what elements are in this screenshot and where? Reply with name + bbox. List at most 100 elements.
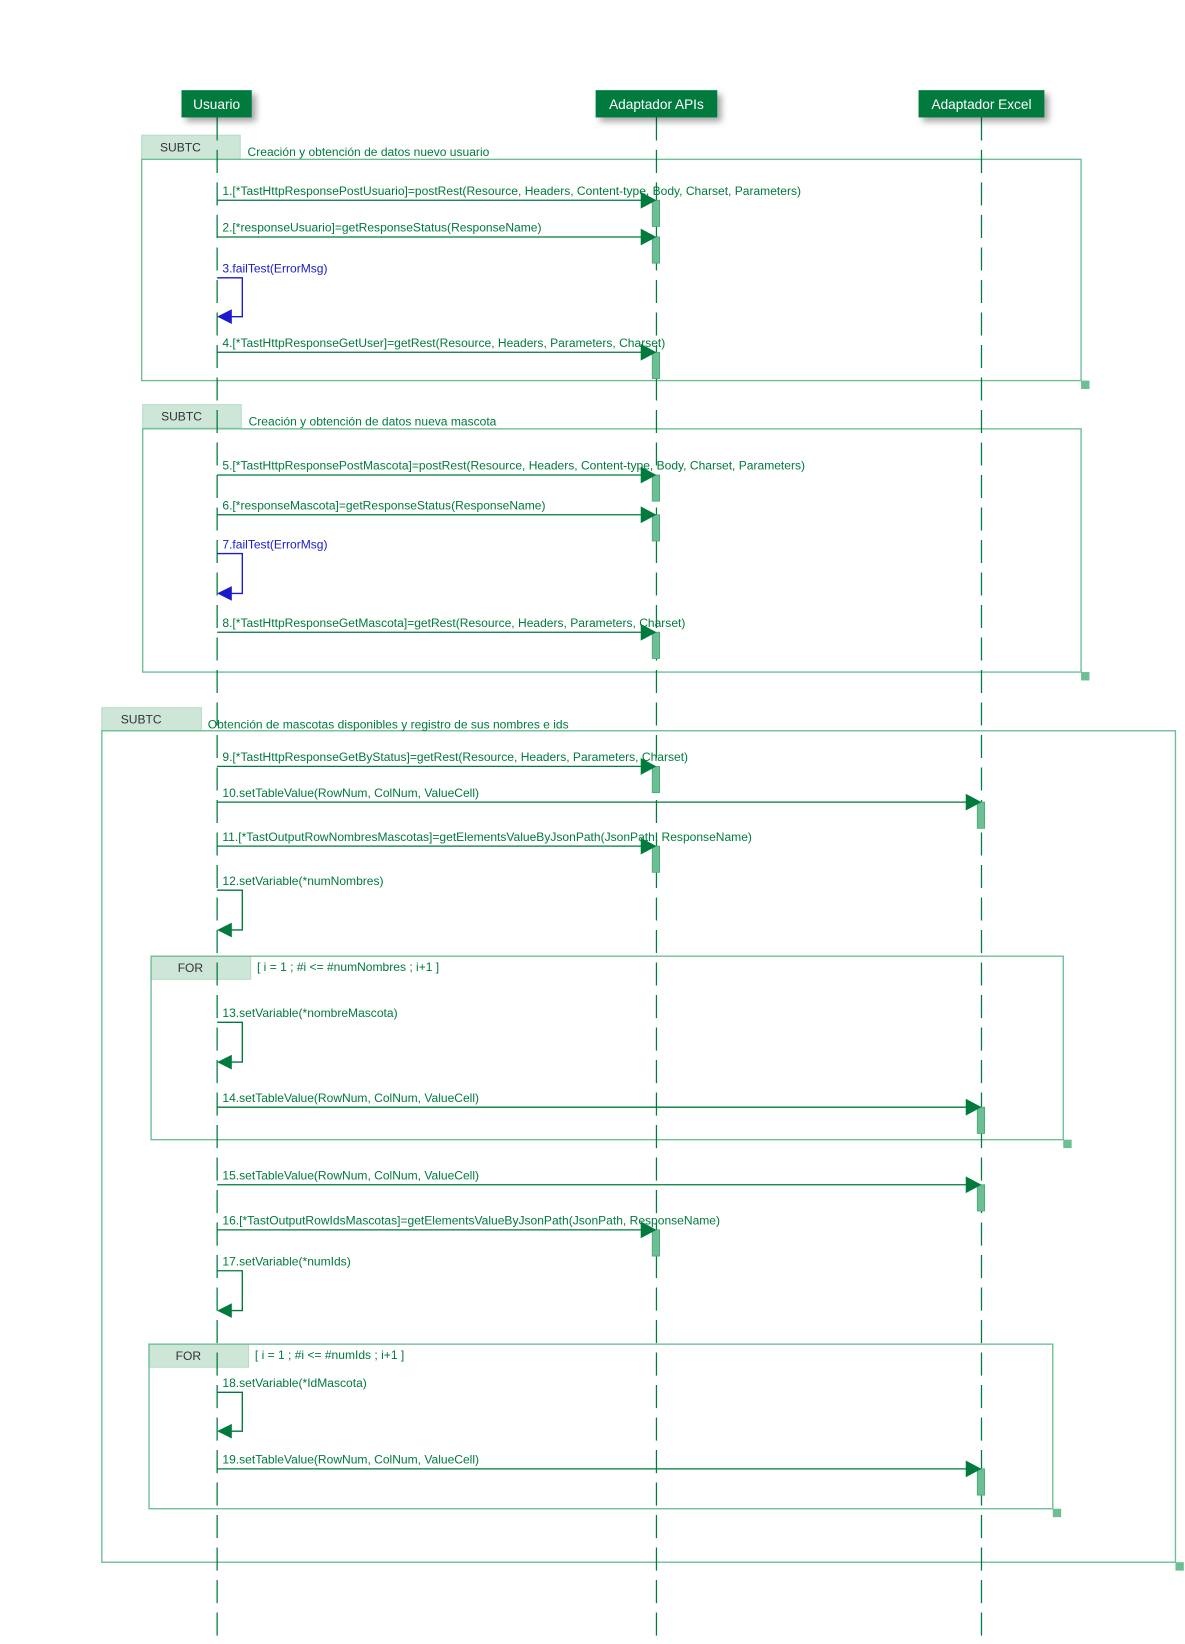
activation-bar bbox=[651, 631, 661, 659]
activation-bar bbox=[651, 845, 661, 873]
message-label: 15.setTableValue(RowNum, ColNum, ValueCe… bbox=[222, 1169, 479, 1183]
message-3: 3.failTest(ErrorMsg) bbox=[217, 262, 327, 324]
fragment-label: FOR bbox=[178, 961, 204, 975]
message-label: 3.failTest(ErrorMsg) bbox=[222, 262, 327, 276]
message-8: 8.[*TastHttpResponseGetMascota]=getRest(… bbox=[217, 616, 685, 659]
message-9: 9.[*TastHttpResponseGetByStatus]=getRest… bbox=[217, 750, 688, 794]
message-14: 14.setTableValue(RowNum, ColNum, ValueCe… bbox=[217, 1091, 986, 1134]
fragment-label: SUBTC bbox=[121, 712, 162, 726]
arrowhead-icon bbox=[640, 506, 657, 524]
activation-bar bbox=[651, 766, 661, 794]
activation-bar bbox=[976, 801, 986, 829]
fragment-frame bbox=[142, 428, 1082, 673]
message-1: 1.[*TastHttpResponsePostUsuario]=postRes… bbox=[217, 184, 801, 227]
fragment-label: SUBTC bbox=[161, 409, 202, 423]
activation-bar bbox=[651, 514, 661, 542]
arrowhead-icon bbox=[217, 1054, 232, 1070]
participant-usuario: Usuario bbox=[181, 90, 252, 118]
message-label: 16.[*TastOutputRowIdsMascotas]=getElemen… bbox=[222, 1214, 720, 1228]
arrowhead-icon bbox=[217, 1423, 232, 1439]
self-message-line bbox=[217, 1021, 243, 1063]
message-label: 6.[*responseMascota]=getResponseStatus(R… bbox=[222, 499, 545, 513]
message-18: 18.setVariable(*IdMascota) bbox=[217, 1376, 367, 1439]
fragment-subtc: SUBTC Obtención de mascotas disponibles y… bbox=[101, 707, 1184, 1571]
lifelines bbox=[216, 117, 983, 1644]
message-11: 11.[*TastOutputRowNombresMascotas]=getEl… bbox=[217, 830, 752, 873]
participant-adaptador-apis: Adaptador APIs bbox=[595, 90, 718, 118]
message-17: 17.setVariable(*numIds) bbox=[217, 1255, 351, 1318]
activation-bar bbox=[976, 1184, 986, 1212]
arrowhead-icon bbox=[640, 623, 657, 641]
activation-bar bbox=[651, 199, 661, 227]
arrowhead-icon bbox=[640, 466, 657, 484]
message-16: 16.[*TastOutputRowIdsMascotas]=getElemen… bbox=[217, 1214, 720, 1257]
message-label: 9.[*TastHttpResponseGetByStatus]=getRest… bbox=[222, 750, 688, 764]
messages: 1.[*TastHttpResponsePostUsuario]=postRes… bbox=[217, 184, 986, 1496]
message-label: 2.[*responseUsuario]=getResponseStatus(R… bbox=[222, 221, 541, 235]
message-label: 14.setTableValue(RowNum, ColNum, ValueCe… bbox=[222, 1091, 479, 1105]
message-label: 17.setVariable(*numIds) bbox=[222, 1255, 350, 1269]
arrowhead-icon bbox=[217, 922, 232, 938]
arrowhead-icon bbox=[965, 793, 982, 811]
arrowhead-icon bbox=[640, 758, 657, 775]
message-label: 18.setVariable(*IdMascota) bbox=[222, 1376, 366, 1390]
arrowhead-icon bbox=[217, 309, 232, 324]
fragment-for: FOR [ i = 1 ; #i <= #numIds ; i+1 ] bbox=[148, 1343, 1062, 1518]
fragment-resize-handle bbox=[1081, 380, 1090, 389]
arrowhead-icon bbox=[640, 228, 657, 246]
fragment-title: [ i = 1 ; #i <= #numNombres ; i+1 ] bbox=[257, 960, 439, 974]
self-message-line bbox=[217, 1270, 243, 1312]
self-message-line bbox=[217, 277, 243, 318]
fragment-label: SUBTC bbox=[160, 141, 201, 155]
activation-bar bbox=[651, 236, 661, 264]
fragment-title: Obtención de mascotas disponibles y regi… bbox=[208, 718, 569, 732]
message-2: 2.[*responseUsuario]=getResponseStatus(R… bbox=[217, 221, 661, 264]
message-6: 6.[*responseMascota]=getResponseStatus(R… bbox=[217, 499, 661, 542]
message-label: 12.setVariable(*numNombres) bbox=[222, 874, 383, 888]
message-label: 8.[*TastHttpResponseGetMascota]=getRest(… bbox=[222, 616, 685, 630]
participant-name: Adaptador Excel bbox=[931, 97, 1031, 112]
fragment-frame bbox=[101, 730, 1177, 1563]
participant-header-box bbox=[595, 90, 718, 118]
fragment-frame bbox=[148, 1343, 1054, 1510]
message-7: 7.failTest(ErrorMsg) bbox=[217, 537, 327, 601]
participant-name: Usuario bbox=[193, 97, 240, 112]
arrowhead-icon bbox=[640, 343, 657, 361]
arrowhead-icon bbox=[965, 1098, 982, 1116]
participant-header-box bbox=[181, 90, 252, 118]
arrowhead-icon bbox=[217, 586, 232, 601]
self-message-line bbox=[217, 889, 243, 931]
arrowhead-icon bbox=[640, 837, 657, 855]
participant-header-box bbox=[918, 90, 1045, 118]
fragment-resize-handle bbox=[1081, 672, 1090, 681]
activation-bar bbox=[651, 474, 661, 502]
fragment-subtc: SUBTC Creación y obtención de datos nuevo… bbox=[140, 134, 1090, 389]
arrowhead-icon bbox=[965, 1176, 982, 1194]
message-15: 15.setTableValue(RowNum, ColNum, ValueCe… bbox=[217, 1169, 986, 1212]
activation-bar bbox=[976, 1106, 986, 1134]
arrowhead-icon bbox=[965, 1460, 982, 1478]
fragment-title: [ i = 1 ; #i <= #numIds ; i+1 ] bbox=[255, 1348, 404, 1362]
participant-name: Adaptador APIs bbox=[609, 97, 704, 112]
fragment-for: FOR [ i = 1 ; #i <= #numNombres ; i+1 ] bbox=[150, 955, 1072, 1149]
message-19: 19.setTableValue(RowNum, ColNum, ValueCe… bbox=[217, 1453, 986, 1496]
activation-bar bbox=[651, 351, 661, 379]
fragment-resize-handle bbox=[1063, 1139, 1072, 1149]
arrowhead-icon bbox=[217, 1303, 232, 1318]
fragment-frame bbox=[150, 955, 1064, 1141]
fragment-frame bbox=[140, 158, 1082, 382]
activation-bar bbox=[651, 1229, 661, 1257]
message-label: 5.[*TastHttpResponsePostMascota]=postRes… bbox=[222, 459, 805, 473]
fragment-label: FOR bbox=[176, 1349, 202, 1363]
message-label: 7.failTest(ErrorMsg) bbox=[222, 537, 327, 551]
activation-bar bbox=[976, 1468, 986, 1496]
fragment-resize-handle bbox=[1052, 1508, 1062, 1518]
self-message-line bbox=[217, 552, 243, 595]
self-message-line bbox=[217, 1391, 243, 1432]
fragment-title: Creación y obtención de datos nueva masc… bbox=[249, 415, 497, 429]
fragment-label-box bbox=[141, 134, 241, 160]
message-label: 1.[*TastHttpResponsePostUsuario]=postRes… bbox=[222, 184, 801, 198]
fragment-title: Creación y obtención de datos nuevo usua… bbox=[248, 145, 490, 159]
